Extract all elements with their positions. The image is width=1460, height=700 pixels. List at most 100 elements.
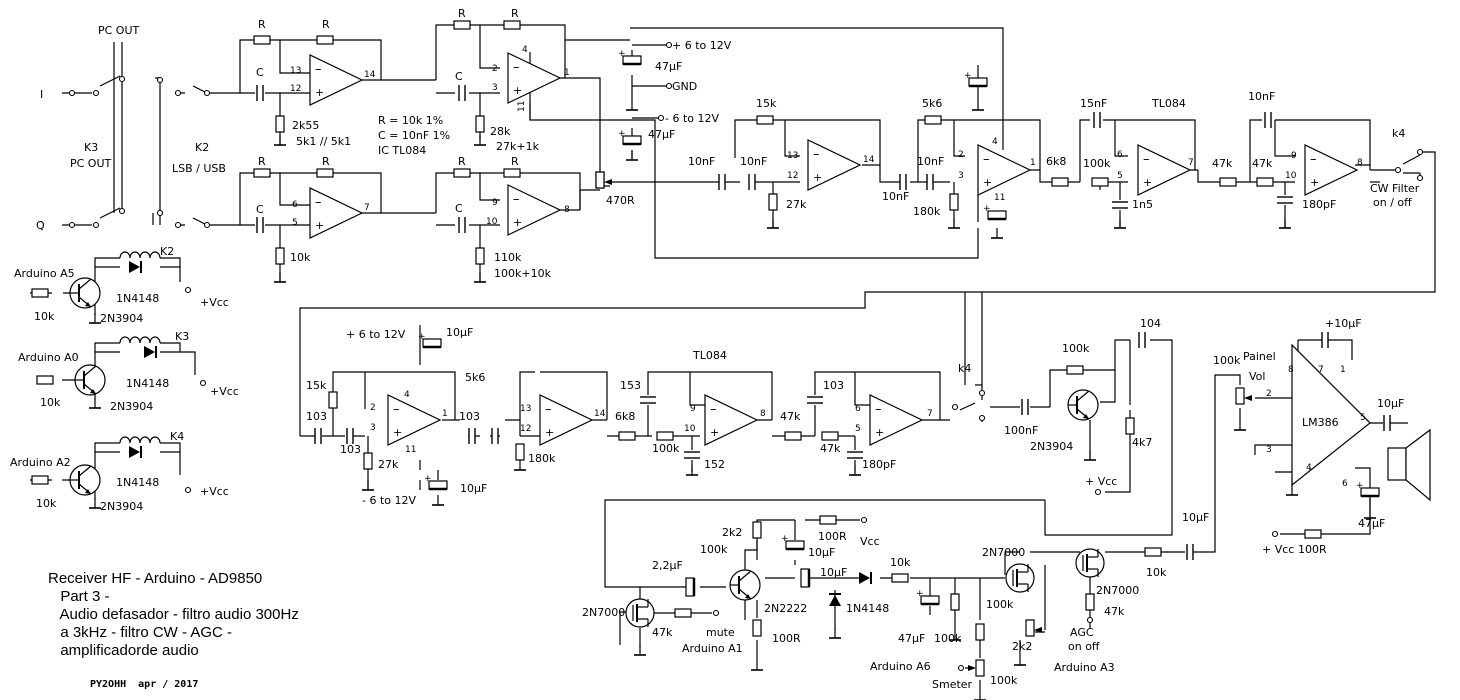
pin-5-b: 5: [1117, 171, 1123, 181]
pot-smeter-symbol[interactable]: [968, 659, 985, 677]
label-pot-470r: 470R: [606, 194, 635, 207]
label-2n7000-switch: 2N7000: [1096, 584, 1139, 597]
pin-2-a: 2: [492, 64, 498, 74]
label-c-103-3: 103: [459, 410, 480, 423]
label-agc-onoff: on off: [1068, 640, 1100, 653]
label-r-100k-2: 100k: [652, 442, 680, 455]
label-d-a5: 1N4148: [116, 292, 159, 305]
label-2n7000-mute: 2N7000: [582, 606, 625, 619]
pin-7-d: 7: [1318, 365, 1324, 375]
opamp-u3a: [387, 394, 441, 446]
pin-5-d: 5: [1360, 413, 1366, 423]
label-cap-47u-2: 47µF: [648, 128, 675, 141]
label-r-100r-3: 100R: [772, 632, 801, 645]
pin-1-d: 1: [1340, 365, 1346, 375]
label-supply-pos-2: + 6 to 12V: [346, 328, 406, 341]
label-r-10k-a: 10k: [290, 251, 311, 264]
label-c-180p-1: 180pF: [1302, 198, 1336, 211]
label-c-103-2: 103: [340, 443, 361, 456]
pot-agc-symbol[interactable]: [1025, 619, 1042, 637]
opamp-u1b: [507, 52, 561, 104]
title-line-5: amplificadorde audio: [52, 642, 199, 659]
pin-8-b: 8: [1357, 158, 1363, 168]
label-r-100k-7: 100k: [990, 674, 1018, 687]
amplifier-lm386: [1291, 343, 1371, 487]
label-r-47k-4: 47k: [820, 442, 841, 455]
label-vcc-3: Vcc: [860, 535, 880, 548]
label-c-d: C: [455, 202, 463, 215]
label-q-a2: 2N3904: [100, 500, 143, 513]
label-r-100k-1: 100k: [1083, 157, 1111, 170]
label-arduino-a2: Arduino A2: [10, 456, 71, 469]
label-q-a0: 2N3904: [110, 400, 153, 413]
pin-2-d: 2: [1266, 389, 1272, 399]
wire-network: [30, 24, 1436, 690]
note-ic: IC TL084: [378, 144, 426, 157]
label-cap-10u-1: 10µF: [446, 326, 473, 339]
label-lm386: LM386: [1302, 416, 1339, 429]
label-r-27k-2: 27k: [378, 458, 399, 471]
label-c-152: 152: [704, 458, 725, 471]
label-c-b: C: [455, 70, 463, 83]
label-r-2k2-b: 2k2: [1012, 640, 1032, 653]
label-r-180k-2: 180k: [528, 452, 556, 465]
label-vol: Vol: [1249, 370, 1265, 383]
label-r-a: R: [258, 18, 266, 31]
title-line-2: Part 3 -: [52, 588, 110, 605]
label-r-b: R: [322, 18, 330, 31]
label-r-10k-a2: 10k: [36, 497, 57, 510]
label-cap-10u-6: 10µF: [820, 566, 847, 579]
pin-12-a: 12: [290, 84, 301, 94]
label-r-100r-1: 100R: [1298, 543, 1327, 556]
electrolytic-caps: [416, 47, 1381, 606]
opamp-u3c: [704, 394, 758, 446]
label-d-1n4148: 1N4148: [846, 602, 889, 615]
label-k4-a: k4: [1392, 127, 1405, 140]
label-r-28k: 28k: [490, 125, 511, 138]
label-c-153: 153: [620, 379, 641, 392]
pin-6-d: 6: [1342, 479, 1348, 489]
label-vcc-a5: +Vcc: [200, 296, 229, 309]
label-c-100n: 100nF: [1004, 424, 1038, 437]
pin-3-c: 3: [370, 423, 376, 433]
label-d-a0: 1N4148: [126, 377, 169, 390]
label-r-47k-1: 47k: [1212, 157, 1233, 170]
label-ic-tl084-2: TL084: [692, 349, 727, 362]
opamp-u1d: [507, 184, 561, 236]
label-pc-out: PC OUT: [98, 24, 140, 37]
opamp-u1a: [309, 54, 363, 106]
pot-470r-symbol[interactable]: [595, 171, 612, 189]
label-r-f: R: [322, 155, 330, 168]
pin-14-b: 14: [863, 155, 875, 165]
pin-4-c: 4: [404, 390, 410, 400]
label-r-47k-2: 47k: [1252, 157, 1273, 170]
label-cap-47u-1: 47µF: [655, 60, 682, 73]
label-cap-47u-3: 47µF: [1358, 517, 1385, 530]
transistor-q-a2: [69, 464, 101, 496]
label-c-104: 104: [1140, 317, 1161, 330]
label-c-10n-1: 10nF: [688, 155, 715, 168]
pin-8-d: 8: [1288, 365, 1294, 375]
label-i-input: I: [40, 88, 43, 101]
pin-10-b: 10: [1285, 171, 1297, 181]
transistor-q-a5: [69, 277, 101, 309]
opamp-u1c: [309, 187, 363, 239]
label-c-15n: 15nF: [1080, 97, 1107, 110]
pin-8-a: 8: [564, 205, 570, 215]
pot-volume-symbol[interactable]: [1235, 387, 1252, 405]
label-supply-pos-1: + 6 to 12V: [672, 39, 732, 52]
pin-6-b: 6: [1117, 150, 1123, 160]
pin-1-c: 1: [442, 409, 448, 419]
opamp-u2c: [1137, 144, 1191, 196]
label-c-1n5: 1n5: [1132, 198, 1153, 211]
label-r-h: R: [511, 155, 519, 168]
label-r-47k-6: 47k: [1104, 605, 1125, 618]
component-labels: PC OUT I Q K3 PC OUT K2 LSB / USB R R C …: [10, 7, 1420, 691]
pin-5-a: 5: [292, 218, 298, 228]
label-c-180p-2: 180pF: [862, 458, 896, 471]
label-2n7000-agc: 2N7000: [982, 546, 1025, 559]
label-r-2k55: 2k55: [292, 119, 319, 132]
pin-12-b: 12: [787, 171, 798, 181]
label-r-4k7: 4k7: [1132, 436, 1152, 449]
